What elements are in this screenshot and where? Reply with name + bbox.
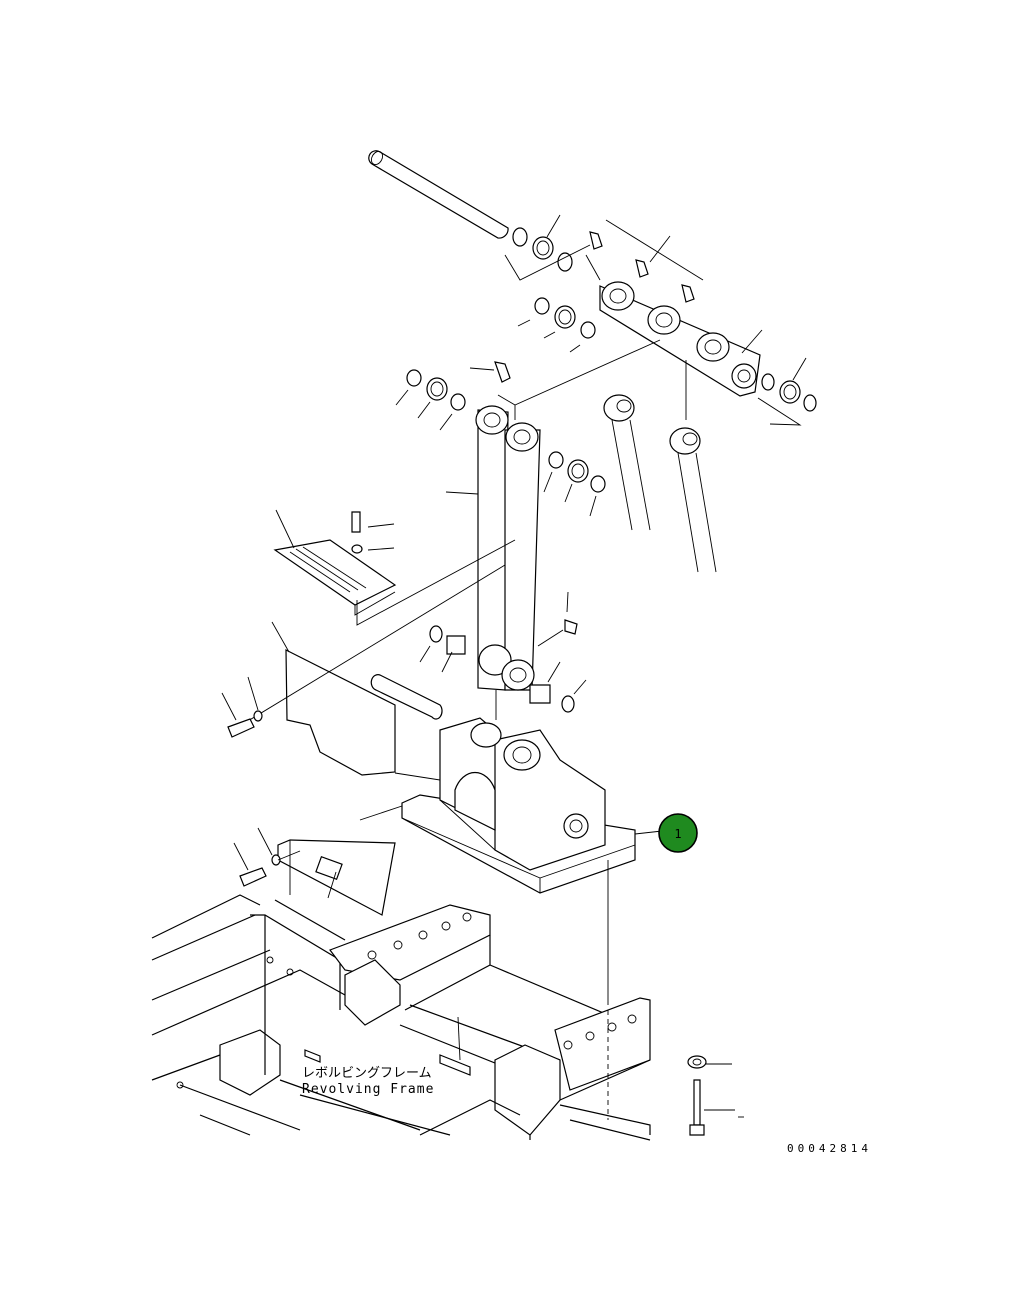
step-plate [273, 509, 516, 626]
vertical-links [445, 339, 661, 720]
side-cover [221, 564, 506, 776]
drawing-number: 00042814 [787, 1142, 872, 1155]
frame-label: レボルビングフレーム Revolving Frame [302, 1066, 434, 1097]
collar-rods [603, 394, 717, 573]
revolving-frame [151, 894, 651, 1141]
frame-label-japanese: レボルビングフレーム [302, 1066, 432, 1081]
left-bushing-set [395, 369, 466, 431]
upper-left-bushing-set [504, 214, 591, 281]
pedestal-bracket [359, 717, 636, 1005]
right-bushing-set [757, 357, 817, 426]
grease-fittings-top [585, 219, 704, 303]
link-right-bushing-set [543, 451, 606, 517]
long-bolt [687, 1055, 744, 1136]
upper-link-bracket [599, 281, 763, 420]
lower-pin [370, 625, 587, 720]
callout-number: 1 [674, 827, 681, 841]
long-pin [368, 150, 509, 239]
mounting-plate [233, 827, 396, 916]
callout-circle[interactable] [658, 813, 698, 853]
grease-fitting-link [469, 361, 511, 383]
callout-1[interactable]: 1 [634, 813, 698, 853]
grease-fitting-mid [537, 591, 578, 647]
middle-bushing-set [517, 297, 596, 353]
frame-label-english: Revolving Frame [302, 1082, 434, 1097]
